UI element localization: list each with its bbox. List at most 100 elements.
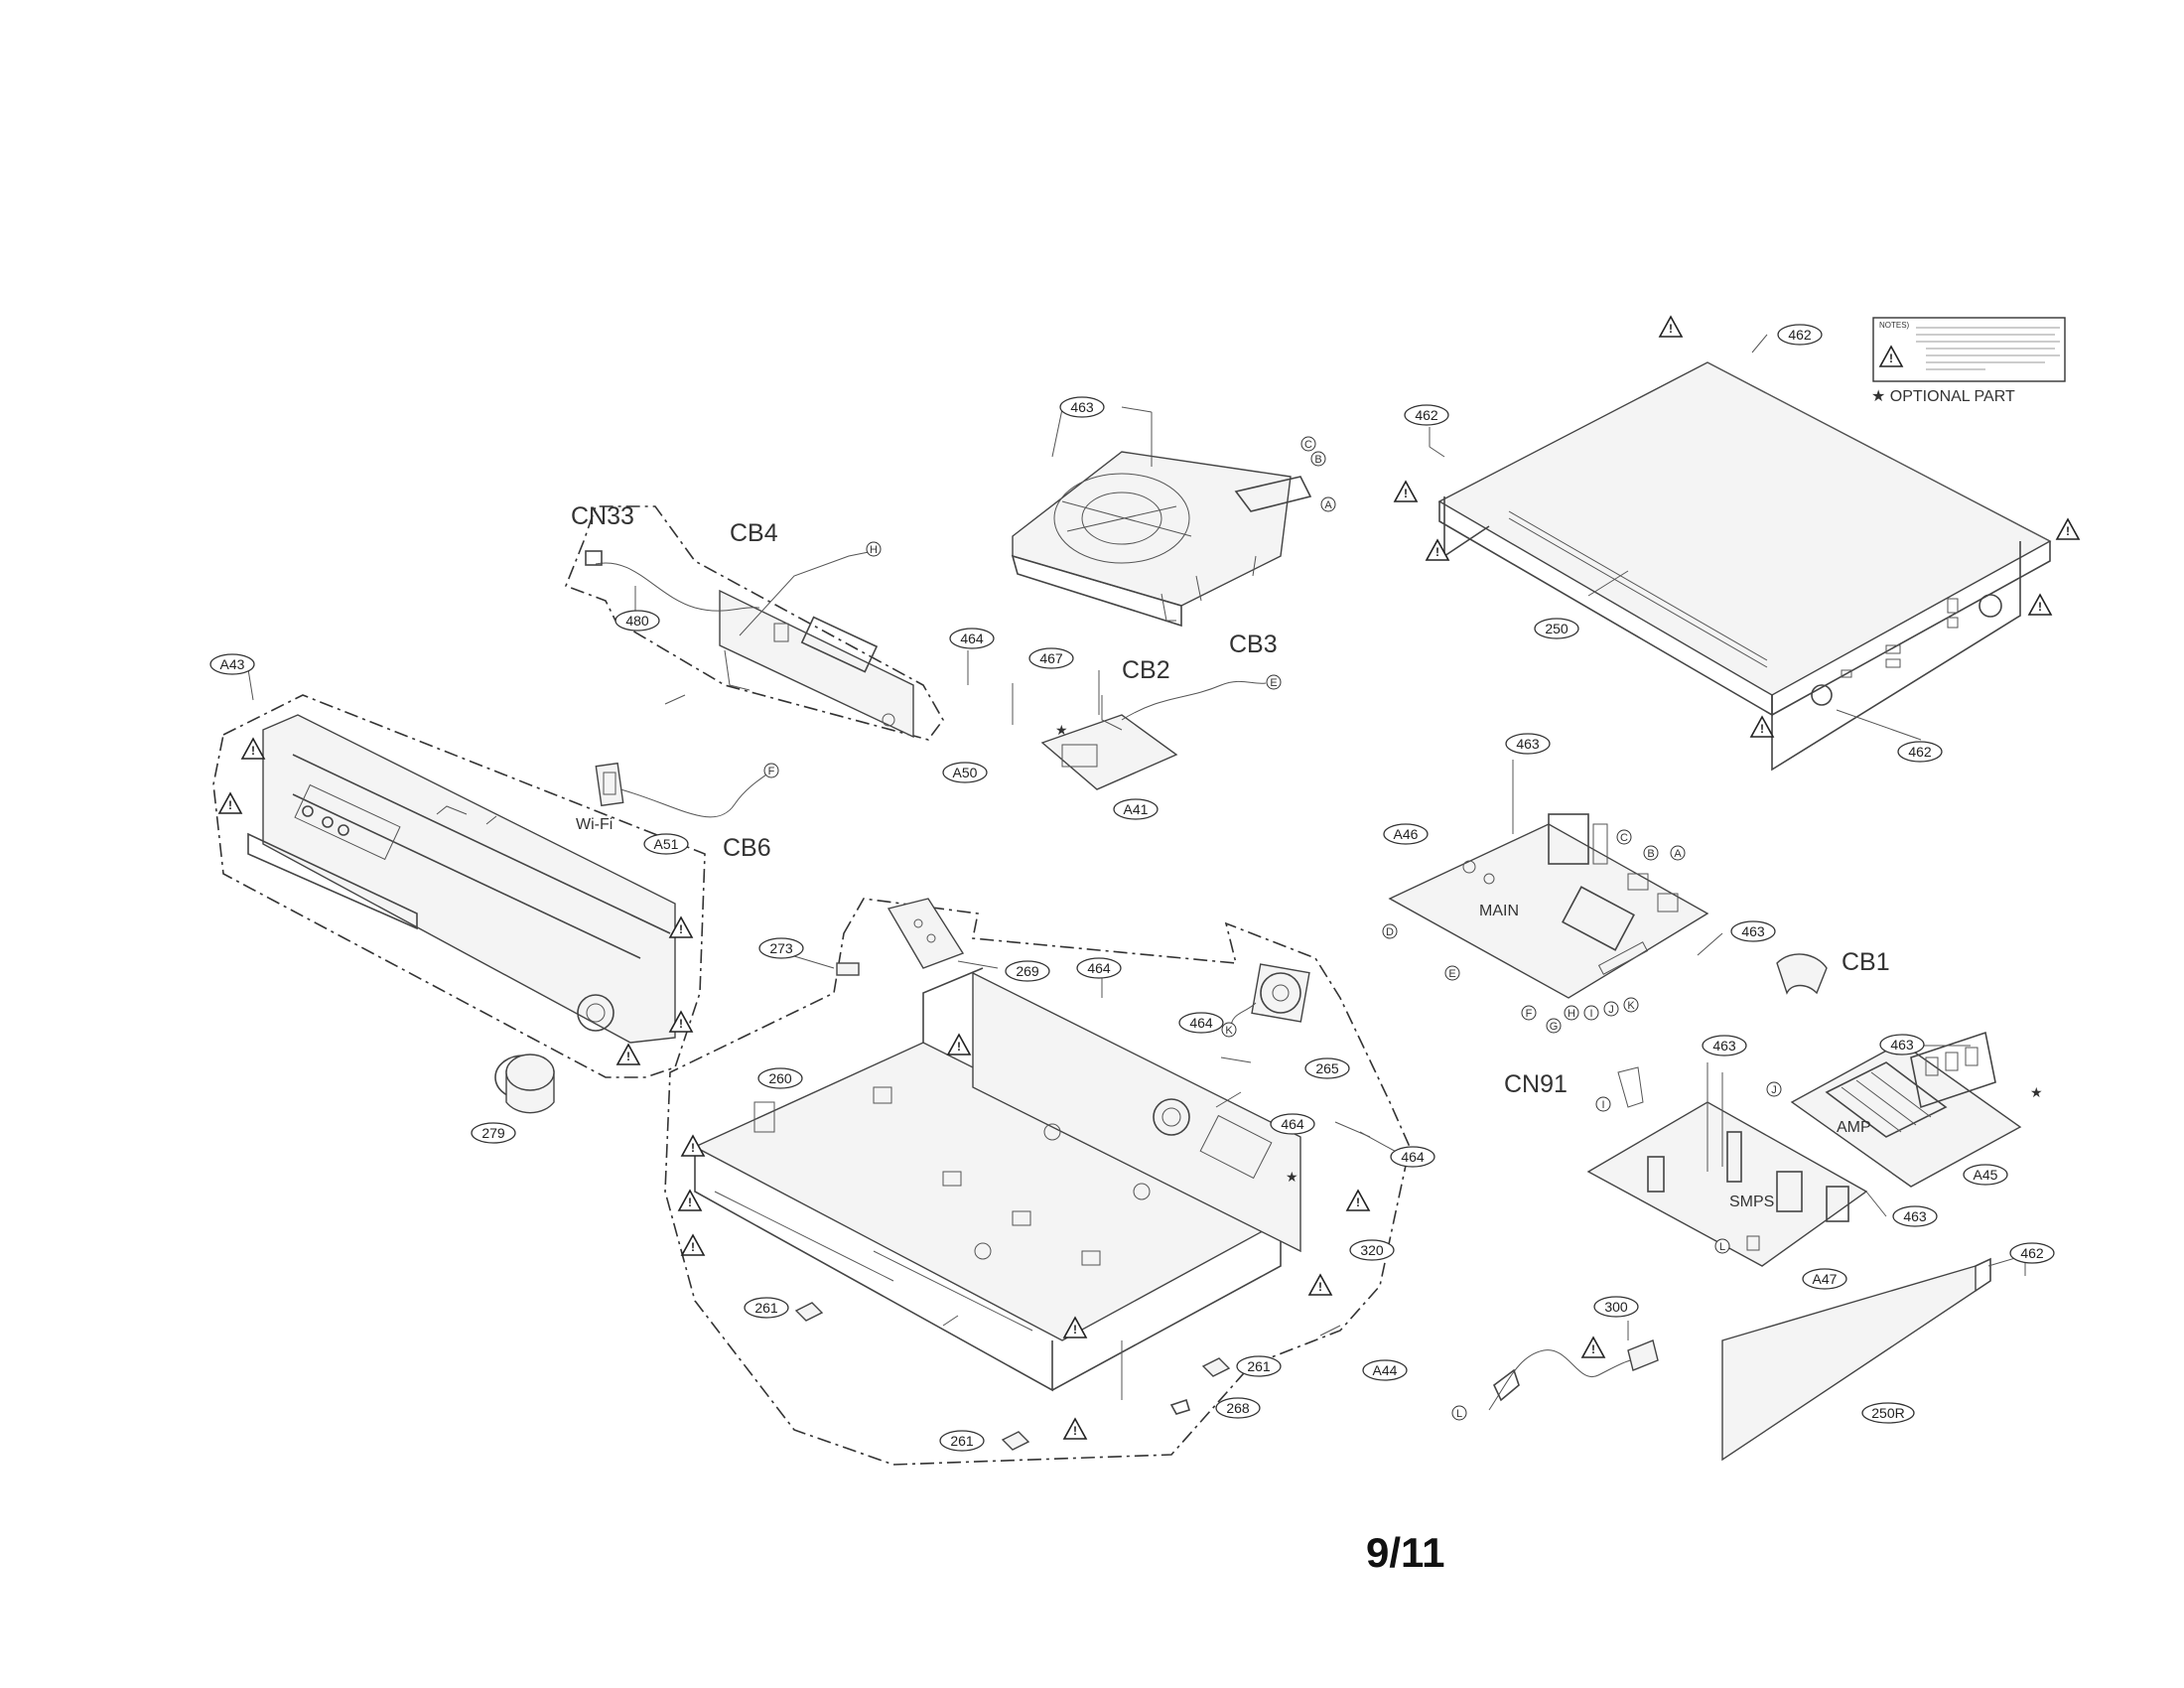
callout-462: 462 [1897, 741, 1943, 763]
svg-text:462: 462 [1788, 327, 1812, 343]
connector-k: K [1221, 1022, 1237, 1038]
top-cover [1437, 361, 2052, 772]
connector-h: H [866, 541, 882, 557]
connector-i: I [1595, 1096, 1611, 1112]
svg-text:A46: A46 [1394, 826, 1419, 842]
svg-text:467: 467 [1039, 650, 1063, 666]
callout-279: 279 [471, 1122, 516, 1144]
amp-board [1776, 953, 2022, 1188]
connector-b: B [1310, 451, 1326, 467]
connector-e: E [1266, 674, 1282, 690]
svg-text:B: B [1314, 454, 1321, 466]
callout-261: 261 [744, 1297, 789, 1319]
drive-unit [1011, 451, 1312, 628]
label-cb3: CB3 [1229, 631, 1278, 658]
warning-icon-2 [1394, 481, 1418, 502]
svg-text:F: F [768, 766, 775, 777]
svg-text:462: 462 [1908, 744, 1932, 760]
svg-text:A51: A51 [654, 836, 679, 852]
connector-d: D [1382, 923, 1398, 939]
optional-star-1: ★ [1055, 723, 1068, 739]
label-cn33: CN33 [571, 502, 634, 530]
optional-part-note: ★ OPTIONAL PART [1871, 388, 2015, 405]
svg-text:464: 464 [1281, 1116, 1304, 1132]
svg-text:A45: A45 [1974, 1167, 1998, 1183]
callout-a45: A45 [1963, 1164, 2008, 1186]
svg-text:250R: 250R [1871, 1405, 1904, 1421]
main-chassis [664, 898, 1411, 1466]
connector-a: A [1670, 845, 1686, 861]
svg-text:J: J [1771, 1084, 1777, 1096]
notes-box: NOTES) [1872, 317, 2066, 382]
callout-462: 462 [2009, 1242, 2055, 1264]
callouts: 462 462 462 462 463 463 463 463 463 463 … [209, 324, 2055, 1452]
callout-464: 464 [1390, 1146, 1435, 1168]
connector-f: F [763, 763, 779, 778]
callout-261: 261 [939, 1430, 985, 1452]
callout-463: 463 [1879, 1034, 1925, 1055]
connector-j: J [1603, 1001, 1619, 1017]
svg-text:J: J [1608, 1004, 1614, 1016]
connector-i: I [1583, 1005, 1599, 1021]
svg-text:K: K [1225, 1025, 1233, 1037]
optional-star-3: ★ [2030, 1085, 2043, 1101]
callout-462: 462 [1777, 324, 1823, 346]
connector-b: B [1643, 845, 1659, 861]
callout-268: 268 [1215, 1397, 1261, 1419]
svg-text:A: A [1674, 848, 1682, 860]
svg-text:268: 268 [1226, 1400, 1250, 1416]
svg-text:279: 279 [481, 1125, 505, 1141]
svg-text:462: 462 [2020, 1245, 2044, 1261]
label-wifi: Wi-Fi [576, 816, 613, 833]
callout-464: 464 [1270, 1113, 1315, 1135]
callout-a51: A51 [643, 833, 689, 855]
label-smps: SMPS [1729, 1194, 1774, 1210]
svg-text:A44: A44 [1373, 1362, 1398, 1378]
callout-300: 300 [1593, 1296, 1639, 1318]
svg-text:464: 464 [1087, 960, 1111, 976]
power-cord [1488, 1339, 1659, 1411]
callout-463: 463 [1702, 1035, 1747, 1056]
callout-a47: A47 [1802, 1268, 1847, 1290]
label-cb4: CB4 [730, 519, 778, 547]
notes-heading: NOTES) [1879, 321, 1910, 330]
warning-icon-7 [241, 738, 265, 760]
svg-text:F: F [1526, 1008, 1533, 1020]
connector-e: E [1444, 965, 1460, 981]
connector-h: H [1564, 1005, 1579, 1021]
svg-text:A41: A41 [1124, 801, 1149, 817]
svg-text:261: 261 [754, 1300, 778, 1316]
callout-265: 265 [1304, 1057, 1350, 1079]
connector-f: F [1521, 1005, 1537, 1021]
callout-320: 320 [1349, 1239, 1395, 1261]
callout-a46: A46 [1383, 823, 1429, 845]
svg-text:K: K [1627, 1000, 1635, 1012]
svg-text:320: 320 [1360, 1242, 1384, 1258]
svg-text:A50: A50 [953, 765, 978, 780]
warning-icon-20 [1581, 1336, 1605, 1358]
callout-464: 464 [1076, 957, 1122, 979]
callout-a43: A43 [209, 653, 255, 675]
svg-text:463: 463 [1890, 1037, 1914, 1053]
callout-464: 464 [1178, 1012, 1224, 1034]
label-cb1: CB1 [1842, 948, 1890, 976]
svg-text:261: 261 [1247, 1358, 1271, 1374]
label-main: MAIN [1479, 903, 1519, 919]
svg-text:462: 462 [1415, 407, 1438, 423]
front-pcb-bracket [564, 505, 944, 741]
wifi-module [595, 762, 770, 818]
svg-text:A: A [1324, 499, 1332, 511]
svg-text:L: L [1456, 1408, 1462, 1420]
svg-text:480: 480 [625, 613, 649, 629]
connector-l: L [1714, 1238, 1730, 1254]
label-amp: AMP [1837, 1119, 1871, 1136]
svg-text:463: 463 [1741, 923, 1765, 939]
callout-467: 467 [1028, 647, 1074, 669]
warning-icon-1 [1659, 316, 1683, 338]
optional-star-2: ★ [1286, 1170, 1298, 1186]
svg-text:C: C [1620, 832, 1628, 844]
page-number: 9/11 [1366, 1529, 1444, 1576]
svg-text:463: 463 [1070, 399, 1094, 415]
svg-text:464: 464 [1401, 1149, 1425, 1165]
